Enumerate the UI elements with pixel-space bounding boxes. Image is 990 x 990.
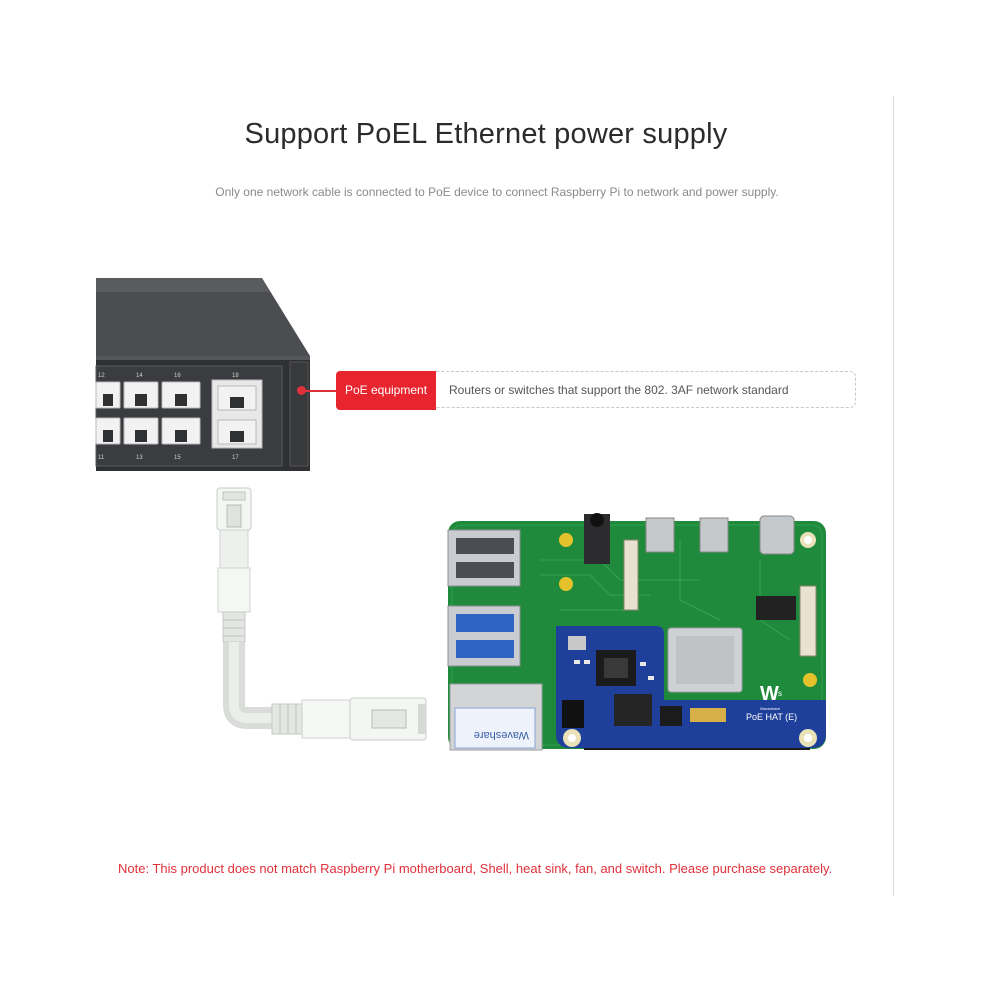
right-divider <box>893 96 894 896</box>
waveshare-logo: W <box>760 683 779 705</box>
callout-connector <box>305 390 337 392</box>
port-label: 15 <box>174 455 181 461</box>
hat-name-label: PoE HAT (E) <box>746 712 797 722</box>
hat-brand-label: Waveshare <box>760 706 781 711</box>
port-label: 13 <box>136 455 143 461</box>
svg-text:s: s <box>778 689 782 698</box>
callout-marker <box>297 386 306 395</box>
port-label: 18 <box>232 373 239 379</box>
page-subtitle: Only one network cable is connected to P… <box>215 185 779 199</box>
port-label: 14 <box>136 373 143 379</box>
port-label: 17 <box>232 455 239 461</box>
page-title: Support PoEL Ethernet power supply <box>244 118 728 150</box>
port-label: 16 <box>174 373 181 379</box>
port-label: 12 <box>98 373 105 379</box>
callout-description: Routers or switches that support the 802… <box>436 371 856 408</box>
sticker-label: Waveshare <box>474 729 529 741</box>
port-label: 11 <box>98 455 105 461</box>
poe-hat-board: W s <box>556 626 826 748</box>
purchase-note: Note: This product does not match Raspbe… <box>118 861 833 876</box>
callout-tag: PoE equipment <box>336 371 436 410</box>
switch-port-labels: 12 14 16 18 11 13 15 17 <box>98 373 239 461</box>
ethernet-cable <box>216 487 427 741</box>
